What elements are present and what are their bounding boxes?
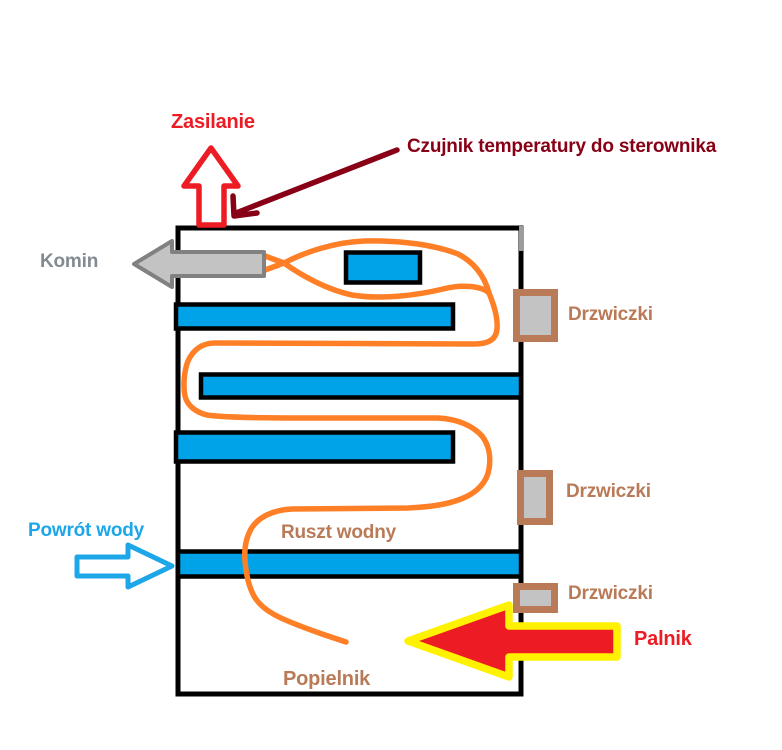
burner-arrow-icon [404,601,621,681]
door-bottom [513,583,558,613]
flue-gas-path-upper-branch [281,238,492,296]
water-grate-bar [175,549,524,579]
flue-gas-path-group [181,238,500,645]
door-middle-label: Drzwiczki [566,481,651,502]
sensor-label: Czujnik temperatury do sterownika [407,136,717,157]
sensor-arrow-line [233,147,400,216]
flue-gas-path-lower-branch [281,260,492,300]
door-bottom-label: Drzwiczki [568,583,653,604]
supply-arrow-icon [181,145,241,228]
water-plate-small [343,250,423,285]
water-plate-lower [173,430,456,464]
door-top [513,289,558,342]
sensor-arrow-head [230,193,260,219]
supply-label: Zasilanie [171,111,255,133]
chimney-arrow-icon [132,239,266,289]
chimney-label: Komin [40,251,99,272]
water-return-arrow-icon [74,542,175,590]
door-top-label: Drzwiczki [568,304,653,325]
water-return-label: Powrót wody [28,520,145,541]
water-grate-label: Ruszt wodny [281,522,396,543]
ash-pan-label: Popielnik [283,668,371,690]
flue-gas-path-main [181,290,500,645]
water-plate-middle [198,372,524,400]
door-middle [517,470,553,525]
sensor-arrow-icon [230,147,400,219]
water-plate-upper [173,302,456,331]
burner-label: Palnik [634,628,692,650]
